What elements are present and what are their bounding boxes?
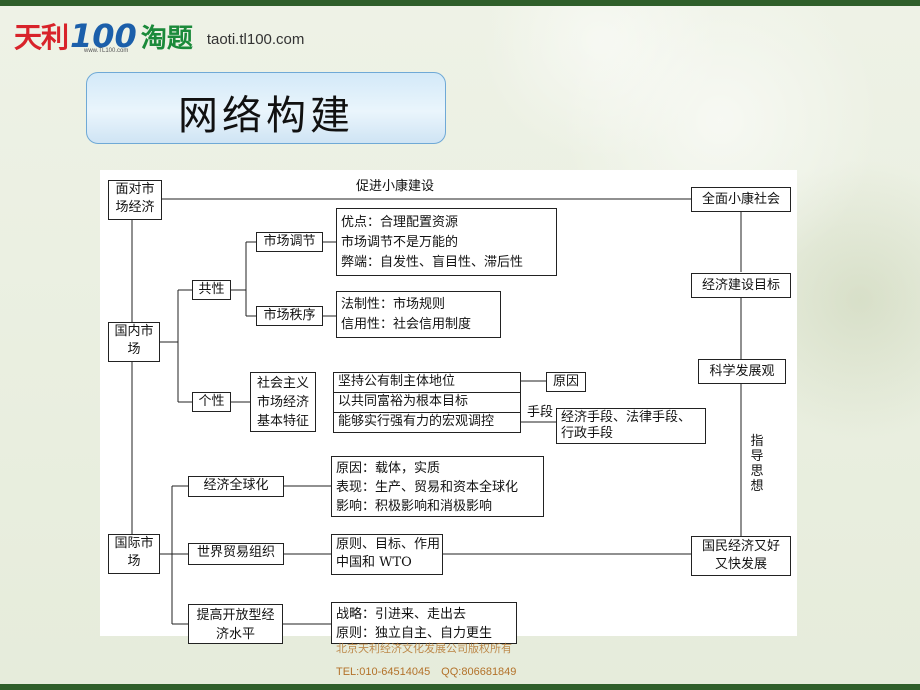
node-means-label: 经济手段、法律手段、行政手段 <box>561 410 692 441</box>
wto-detail-1: 原则、目标、作用 <box>336 537 441 552</box>
openness-detail-2: 原则：独立自主、自力更生 <box>336 626 493 641</box>
feature-1: 坚持公有制主体地位 <box>333 372 521 393</box>
globalization-detail-3: 影响：积极影响和消极影响 <box>336 499 493 514</box>
node-science-dev: 科学发展观 <box>698 359 786 384</box>
logo-text-1: 天利 <box>14 21 69 54</box>
globalization-details: 原因：载体，实质 表现：生产、贸易和资本全球化 影响：积极影响和消极影响 <box>331 456 544 517</box>
node-market-regulation: 市场调节 <box>256 232 323 252</box>
feature-2: 以共同富裕为根本目标 <box>333 392 521 413</box>
wto-details: 原则、目标、作用 中国和 WTO <box>331 534 443 575</box>
regulation-detail-1: 优点：合理配置资源 <box>341 215 459 230</box>
regulation-detail-3: 弊端：自发性、盲目性、滞后性 <box>341 255 524 270</box>
brand-url: taoti.tl100.com <box>206 30 305 48</box>
node-market-economy-label: 面对市场经济 <box>115 182 155 215</box>
top-bar <box>0 0 920 6</box>
node-domestic-market-label: 国内市场 <box>114 324 154 357</box>
label-top-link: 促进小康建设 <box>356 179 435 194</box>
logo-text-2: 100 <box>70 17 137 55</box>
wto-detail-2: 中国和 WTO <box>336 555 412 570</box>
slide-title-box: 网络构建 <box>86 72 446 144</box>
node-openness: 提高开放型经济水平 <box>188 604 283 644</box>
slide-title: 网络构建 <box>178 93 354 139</box>
openness-details: 战略：引进来、走出去 原则：独立自主、自力更生 <box>331 602 517 644</box>
node-national-econ: 国民经济又好又快发展 <box>691 536 791 576</box>
label-means: 手段 <box>527 405 554 420</box>
order-details: 法制性：市场规则 信用性：社会信用制度 <box>336 291 501 338</box>
node-econ-goal: 经济建设目标 <box>691 273 791 298</box>
node-market-order: 市场秩序 <box>256 306 323 326</box>
node-means: 经济手段、法律手段、行政手段 <box>556 408 706 444</box>
node-openness-label: 提高开放型经济水平 <box>196 608 275 642</box>
node-individuality: 个性 <box>192 392 231 412</box>
node-socialist-features-label: 社会主义市场经济基本特征 <box>256 376 309 429</box>
node-international-market-label: 国际市场 <box>114 536 154 569</box>
label-guiding: 指导思想 <box>750 434 764 494</box>
globalization-detail-2: 表现：生产、贸易和资本全球化 <box>336 480 519 495</box>
openness-detail-1: 战略：引进来、走出去 <box>336 607 467 622</box>
regulation-detail-2: 市场调节不是万能的 <box>341 235 459 250</box>
node-national-econ-label: 国民经济又好又快发展 <box>701 539 780 572</box>
globalization-detail-1: 原因：载体，实质 <box>336 461 441 476</box>
node-reason: 原因 <box>546 372 586 392</box>
bottom-bar <box>0 684 920 690</box>
node-socialist-features: 社会主义市场经济基本特征 <box>250 372 316 432</box>
logo-text-3: 淘题 <box>140 23 193 54</box>
node-wto: 世界贸易组织 <box>188 543 284 565</box>
logo-sub: www.TL100.com <box>84 48 129 54</box>
node-xiaokang: 全面小康社会 <box>691 187 791 212</box>
footer-contact: TEL:010-64514045 QQ:806681849 <box>336 666 517 678</box>
node-domestic-market: 国内市场 <box>108 322 160 362</box>
node-commonality: 共性 <box>192 280 231 300</box>
footer-company: 北京天利经济文化发展公司版权所有 <box>336 642 512 655</box>
feature-3: 能够实行强有力的宏观调控 <box>333 412 521 433</box>
concept-map: 面对市场经济 国内市场 国际市场 促进小康建设 共性 市场调节 优点：合理配置资… <box>100 170 797 644</box>
brand-logo: 天利 100 淘题 taoti.tl100.com www.TL100.com <box>14 14 304 58</box>
node-international-market: 国际市场 <box>108 534 160 574</box>
node-globalization: 经济全球化 <box>188 476 284 497</box>
order-detail-1: 法制性：市场规则 <box>341 297 446 312</box>
connector-lines <box>131 198 742 625</box>
regulation-details: 优点：合理配置资源 市场调节不是万能的 弊端：自发性、盲目性、滞后性 <box>336 208 557 276</box>
order-detail-2: 信用性：社会信用制度 <box>341 317 472 332</box>
node-market-economy: 面对市场经济 <box>108 180 162 220</box>
